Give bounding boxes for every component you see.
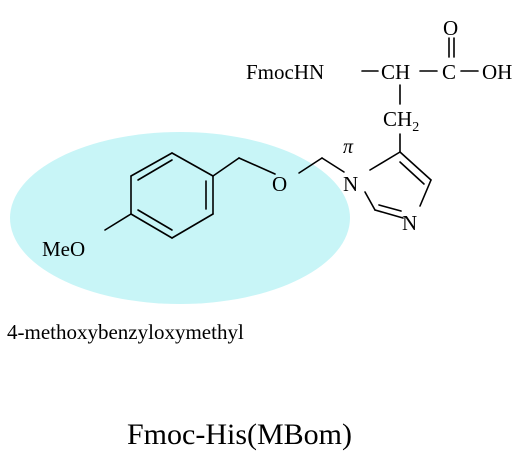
ring-bond-n3-c2-inner <box>378 204 402 212</box>
benzene-bond-2 <box>171 213 214 239</box>
benzene-inner-2 <box>137 209 173 231</box>
fmoc-hn-label: FmocHN <box>246 60 324 84</box>
methoxy-label: MeO <box>42 237 85 261</box>
pi-label: π <box>343 136 354 158</box>
benzene-bond-3 <box>130 213 173 239</box>
ring-bond-c4-n3 <box>419 179 432 207</box>
bond-benzyl-ring <box>212 157 240 177</box>
protecting-group-label: 4-methoxybenzyloxymethyl <box>7 320 244 344</box>
bond-o-benzyl <box>238 157 276 175</box>
hydroxyl-label: OH <box>482 60 512 84</box>
ch2-main: CH <box>383 107 412 131</box>
bond-ch2-o <box>298 157 323 174</box>
ring-bond-n1-c5 <box>369 151 401 171</box>
ring-bond-n3-c2 <box>374 209 404 219</box>
mbom-highlight <box>10 132 350 304</box>
ch2-subscript: 2 <box>412 120 419 135</box>
ring-n-label: N <box>402 211 417 235</box>
ch2-label: CH2 <box>383 107 419 135</box>
compound-name: Fmoc-His(MBom) <box>127 418 352 451</box>
ether-o-label: O <box>272 172 287 196</box>
ring-n-pi-label: N <box>343 172 358 196</box>
alpha-ch-label: CH <box>381 60 410 84</box>
benzene-bond-6 <box>171 152 214 177</box>
benzene-inner-3 <box>137 159 173 181</box>
ring-bond-c4-c5 <box>399 151 432 181</box>
ring-bond-c2-n1 <box>364 191 376 211</box>
bond-ring-ome <box>104 213 132 231</box>
carbonyl-o-label: O <box>443 16 458 40</box>
ring-bond-c4-c5-inner <box>399 161 425 185</box>
bond-n-ch2 <box>321 157 345 173</box>
benzene-bond-5 <box>130 152 173 177</box>
carboxyl-c-label: C <box>442 60 456 84</box>
